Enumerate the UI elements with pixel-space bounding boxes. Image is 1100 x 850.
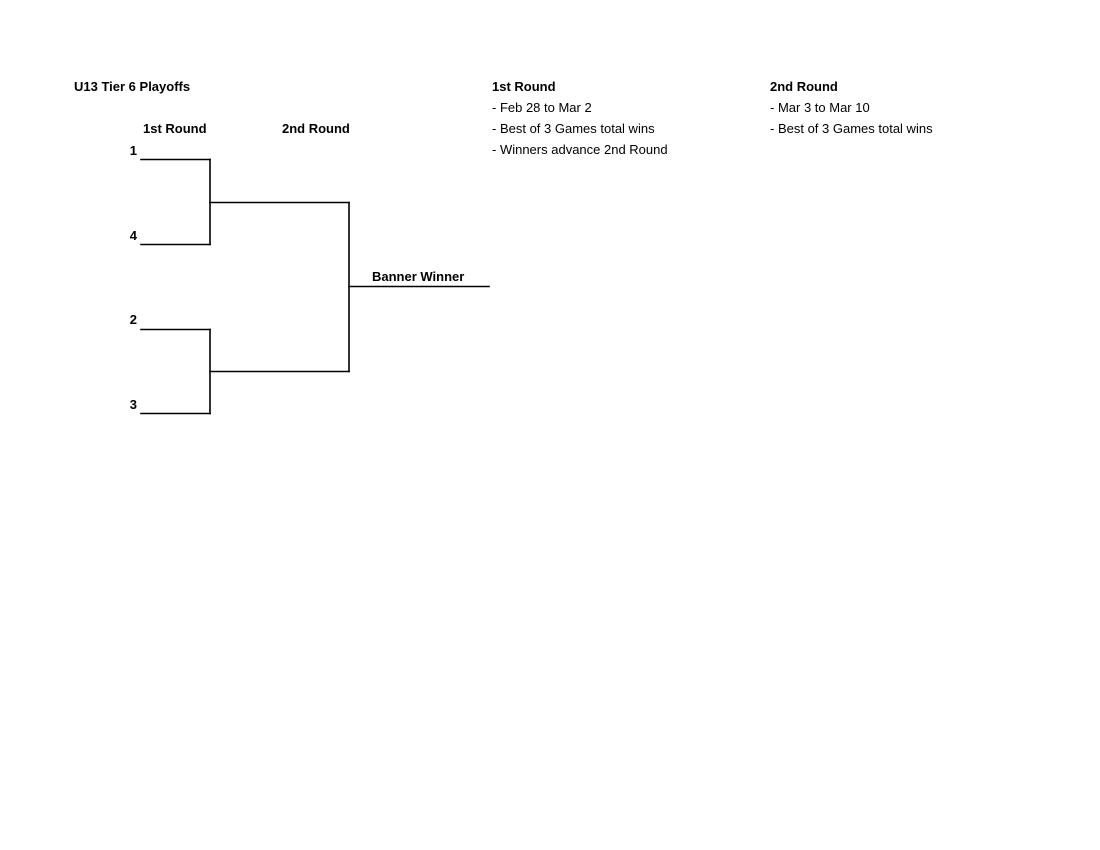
final-winner-label: Banner Winner — [372, 269, 465, 284]
bracket-header-round-2: 2nd Round — [282, 121, 350, 136]
schedule-round-1-note: - Winners advance 2nd Round — [492, 142, 668, 157]
schedule-round-1-heading: 1st Round — [492, 79, 556, 94]
schedule-round-2-heading: 2nd Round — [770, 79, 838, 94]
bracket-header-round-1: 1st Round — [143, 121, 207, 136]
page-title: U13 Tier 6 Playoffs — [74, 79, 191, 94]
schedule-round-1-note: - Feb 28 to Mar 2 — [492, 100, 592, 115]
seed-label-2: 2 — [129, 312, 137, 327]
schedule-round-2-note: - Mar 3 to Mar 10 — [770, 100, 870, 115]
schedule-round-2-note: - Best of 3 Games total wins — [770, 121, 933, 136]
seed-label-3: 3 — [129, 397, 137, 412]
seed-label-1: 1 — [129, 143, 137, 158]
schedule-round-1-note: - Best of 3 Games total wins — [492, 121, 655, 136]
seed-label-4: 4 — [129, 228, 137, 243]
